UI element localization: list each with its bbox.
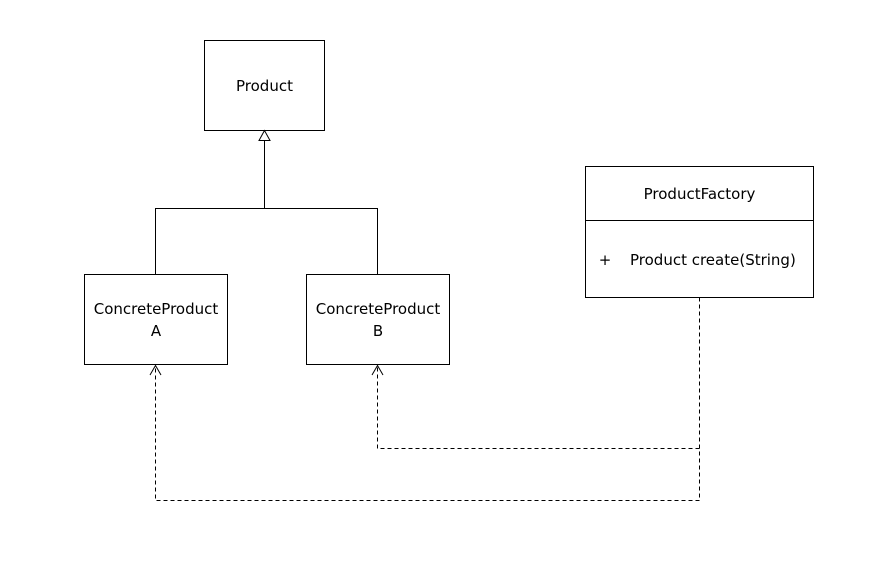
generalization-connector (155, 129, 378, 275)
dependency-factory-to-b (371, 364, 700, 449)
class-concrete-product-b-name-line1: ConcreteProduct (316, 300, 441, 318)
class-concrete-product-b-box (306, 274, 450, 365)
class-product-factory-box (585, 166, 814, 298)
generalization-branch-line (155, 208, 378, 275)
dependency-factory-to-a (149, 297, 700, 501)
generalization-triangle-head (258, 129, 271, 141)
class-product-box (204, 40, 325, 131)
class-concrete-product-a-name-line1: ConcreteProduct (94, 300, 219, 318)
class-concrete-product-a-box (84, 274, 228, 365)
class-concrete-product-a-name-line2: A (151, 322, 162, 340)
class-concrete-product-a[interactable]: ConcreteProduct A (84, 274, 228, 365)
class-concrete-product-b[interactable]: ConcreteProduct B (306, 274, 450, 365)
class-product[interactable]: Product (204, 40, 325, 131)
dependency-line-b (377, 365, 700, 449)
class-concrete-product-b-name-line2: B (373, 322, 383, 340)
dependency-line-a (155, 297, 700, 501)
class-product-factory-method-visibility: + (599, 251, 612, 269)
dependency-arrowhead-b (371, 364, 384, 376)
class-product-factory-name: ProductFactory (644, 185, 756, 203)
dependency-arrowhead-a (149, 364, 162, 376)
class-product-name: Product (236, 77, 293, 95)
class-product-factory[interactable]: ProductFactory + Product create(String) (585, 166, 814, 298)
class-product-factory-method: Product create(String) (630, 251, 796, 269)
